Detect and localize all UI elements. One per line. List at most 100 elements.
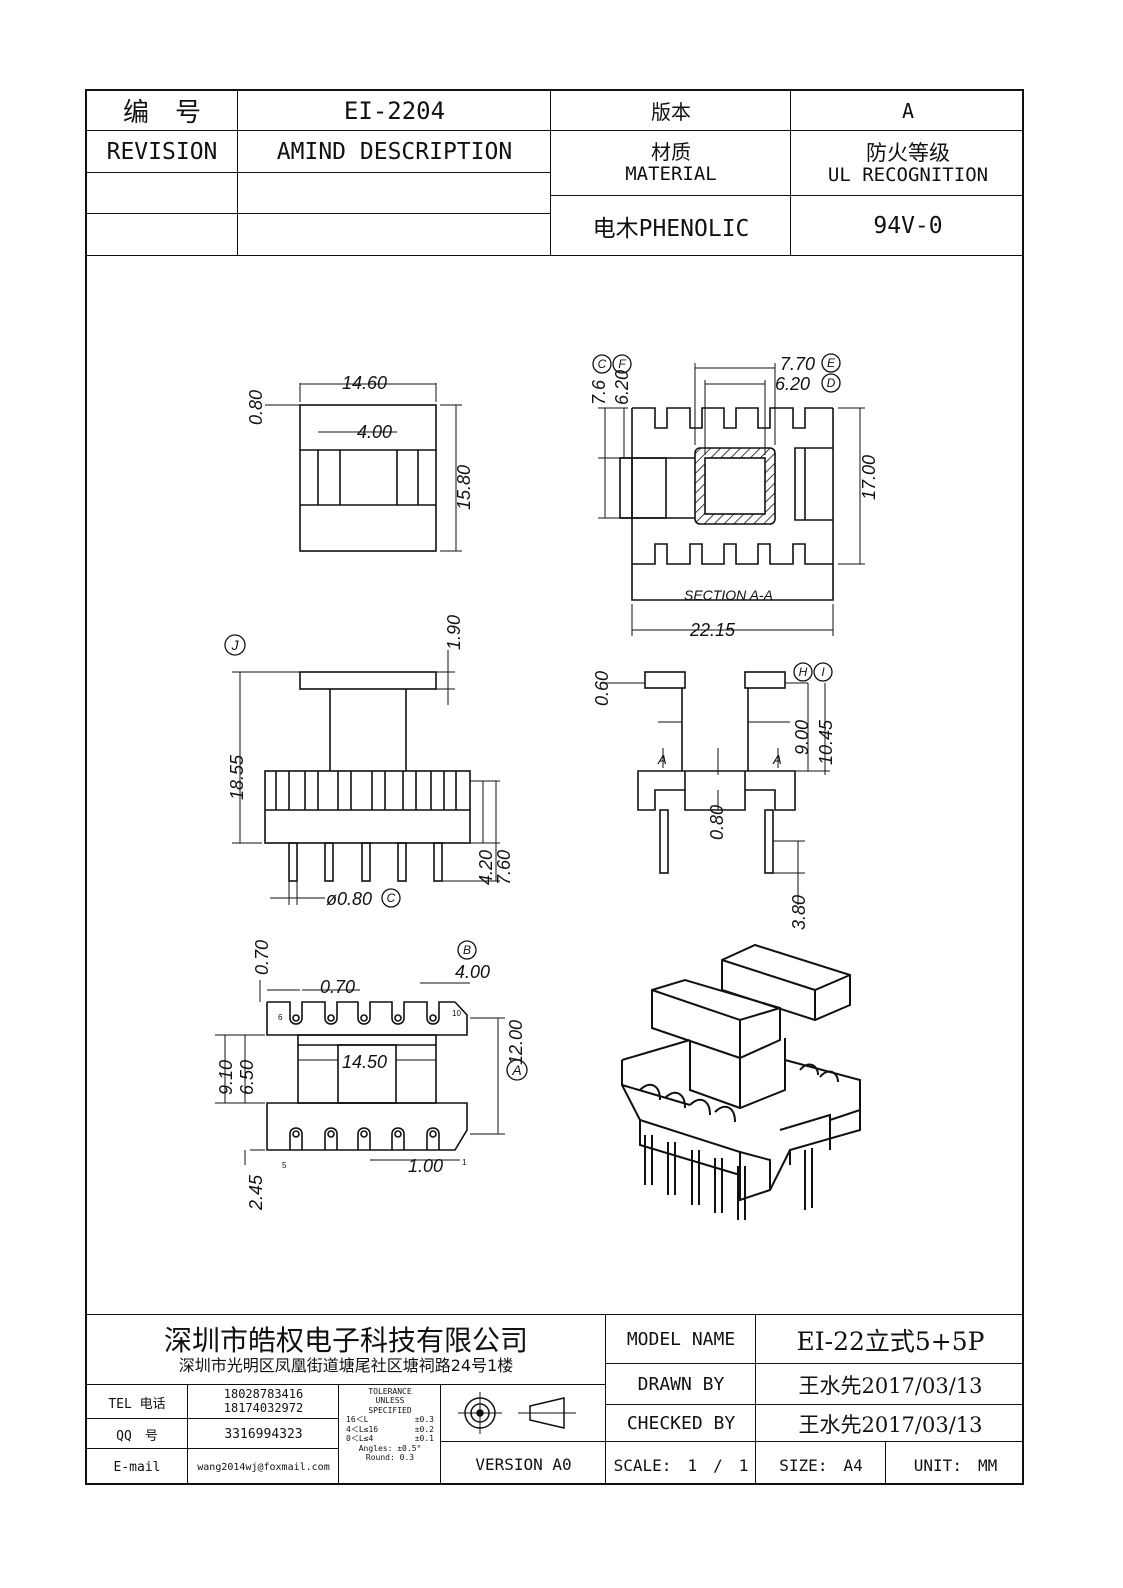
amend-label: AMIND DESCRIPTION xyxy=(276,139,513,165)
section-view xyxy=(598,363,865,636)
dim-0-80-side: 0.80 xyxy=(707,805,727,840)
tolerance-block: TOLERANCE UNLESS SPECIFIED 16＜L±0.3 4＜L≤… xyxy=(340,1385,440,1485)
balloon-b: B xyxy=(463,943,471,957)
dim-0-60: 0.60 xyxy=(592,671,612,706)
dim-6-20-side: 6.20 xyxy=(612,370,632,405)
dim-2-45: 2.45 xyxy=(246,1174,266,1211)
bottom-view xyxy=(215,980,505,1165)
balloon-d: D xyxy=(827,376,836,390)
tolerance-value: ±0.1 xyxy=(414,1434,434,1444)
section-label: SECTION A-A xyxy=(684,587,773,603)
header-line xyxy=(550,89,551,255)
material-value: 电木PHENOLIC xyxy=(592,216,750,242)
pin-label-10: 10 xyxy=(452,1009,461,1018)
tolerance-specified: SPECIFIED xyxy=(368,1405,412,1415)
dim-4-20: 4.20 xyxy=(476,850,496,885)
dim-6-50: 6.50 xyxy=(237,1060,257,1095)
dim-9-10: 9.10 xyxy=(216,1060,236,1095)
balloon-i: I xyxy=(821,665,825,679)
balloon-c-pin: C xyxy=(387,891,396,905)
title-line xyxy=(605,1314,606,1485)
balloon-e: E xyxy=(827,356,836,370)
title-line xyxy=(440,1441,605,1442)
pin-label-1: 1 xyxy=(462,1158,467,1167)
dim-12-00: 12.00 xyxy=(506,1020,526,1065)
material-label-en: MATERIAL xyxy=(625,163,717,186)
pin-label-5: 5 xyxy=(282,1161,287,1170)
drawn-by-value: 王水先2017/03/13 xyxy=(798,1373,983,1398)
ul-label-cn: 防火等级 xyxy=(866,140,950,165)
title-line xyxy=(85,1384,605,1385)
material-label-cn: 材质 xyxy=(651,140,691,165)
drawn-by-label: DRAWN BY xyxy=(637,1374,725,1395)
size-text: SIZE: A4 xyxy=(779,1456,863,1475)
balloon-c: C xyxy=(598,357,607,371)
tolerance-title: TOLERANCE xyxy=(368,1387,412,1396)
header-line xyxy=(85,213,550,214)
projection-symbol-icon xyxy=(458,1392,576,1434)
top-view xyxy=(265,383,462,552)
section-mark-right: A xyxy=(772,752,782,767)
dim-6-20-top: 6.20 xyxy=(775,374,810,394)
tolerance-value: ±0.3 xyxy=(414,1415,434,1425)
tolerance-range: 0＜L≤4 xyxy=(346,1434,374,1444)
balloon-circles xyxy=(224,353,841,1081)
scale-text: SCALE: 1 / 1 xyxy=(613,1456,749,1475)
tolerance-row: 4＜L≤16 ±0.2 xyxy=(346,1425,434,1434)
header-line xyxy=(790,89,791,255)
isometric-view xyxy=(621,943,861,1220)
tolerance-range: 4＜L≤16 xyxy=(346,1424,379,1434)
code-value: EI-2204 xyxy=(343,96,446,125)
dim-7-6: 7.6 xyxy=(589,379,609,405)
dim-1-00: 1.00 xyxy=(408,1156,443,1176)
version-label: 版本 xyxy=(651,100,691,124)
pin-label-6: 6 xyxy=(278,1013,283,1022)
title-line xyxy=(85,1418,338,1419)
balloon-h: H xyxy=(799,665,808,679)
dim-9-00: 9.00 xyxy=(792,720,812,755)
tolerance-round: Round: 0.3 xyxy=(365,1453,415,1463)
section-mark-left: A xyxy=(657,752,667,767)
qq-value: 3316994323 xyxy=(224,1426,303,1442)
model-name-label: MODEL NAME xyxy=(626,1329,736,1350)
email-label: E-mail xyxy=(113,1460,161,1475)
company-block: 深圳市皓权电子科技有限公司 深圳市光明区凤凰街道塘尾社区塘祠路24号1楼 xyxy=(87,1316,605,1384)
title-line xyxy=(605,1404,1024,1405)
tolerance-value: ±0.2 xyxy=(414,1424,434,1434)
dim-0-80: 0.80 xyxy=(246,390,266,425)
title-line xyxy=(755,1314,756,1485)
title-line xyxy=(440,1384,441,1485)
dim-14-50: 14.50 xyxy=(342,1052,387,1072)
title-line xyxy=(885,1441,886,1485)
dim-7-70: 7.70 xyxy=(780,354,815,374)
tel-label: TEL 电话 xyxy=(108,1396,166,1412)
dim-18-55: 18.55 xyxy=(227,754,247,800)
model-name-value: EI-22立式5+5P xyxy=(796,1326,985,1356)
title-line xyxy=(187,1384,188,1485)
drawing-frame xyxy=(85,89,1024,1485)
dim-3-80: 3.80 xyxy=(789,895,809,930)
dim-22-15: 22.15 xyxy=(689,620,736,640)
balloon-f: F xyxy=(618,357,626,371)
tolerance-angles: Angles: ±0.5° xyxy=(358,1443,422,1453)
dim-1-90: 1.90 xyxy=(444,615,464,650)
tel-1: 18028783416 xyxy=(223,1387,304,1402)
email-value: wang2014wj@foxmail.com xyxy=(197,1462,330,1473)
company-address: 深圳市光明区凤凰街道塘尾社区塘祠路24号1楼 xyxy=(178,1355,514,1375)
title-line xyxy=(605,1441,1024,1442)
dim-17-00: 17.00 xyxy=(859,455,879,500)
ul-value: 94V-0 xyxy=(873,213,943,239)
dim-15-80: 15.80 xyxy=(454,465,474,510)
header-line xyxy=(550,195,1024,196)
title-line xyxy=(85,1314,1024,1315)
dim-7-60: 7.60 xyxy=(494,850,514,885)
qq-label: QQ 号 xyxy=(116,1428,158,1444)
title-line xyxy=(338,1384,339,1485)
tel-values: 18028783416 18174032972 xyxy=(189,1386,338,1418)
front-view xyxy=(232,650,500,905)
dim-14-60: 14.60 xyxy=(342,373,387,393)
company-name: 深圳市皓权电子科技有限公司 xyxy=(163,1323,528,1357)
header-line xyxy=(85,130,1024,131)
balloon-a: A xyxy=(511,1062,521,1078)
